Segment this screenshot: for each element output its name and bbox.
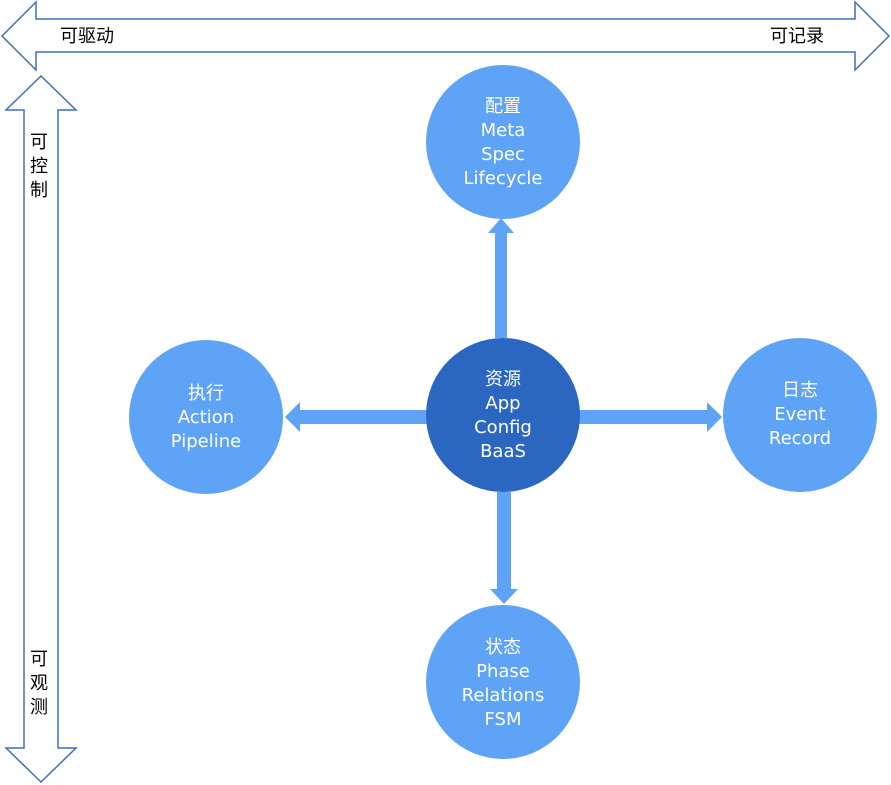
node-execute-line-1: 执行: [188, 383, 224, 404]
node-config-circle: [426, 65, 580, 219]
node-config-line-1: 配置: [485, 96, 521, 117]
axis-label-top-1: 可: [30, 132, 48, 153]
node-resource-line-3: Config: [474, 417, 532, 438]
node-resource-circle: [426, 338, 580, 492]
node-config-line-3: Spec: [481, 144, 525, 165]
vertical-axis-arrow: [4, 74, 78, 784]
arrow-down: [490, 492, 518, 604]
node-execute-line-3: Pipeline: [171, 431, 241, 452]
axis-label-bottom-3: 测: [30, 697, 48, 718]
node-log-line-2: Event: [774, 404, 826, 425]
node-log-circle: [723, 338, 877, 492]
node-config-line-4: Lifecycle: [464, 168, 543, 189]
horizontal-axis-arrow: [0, 0, 891, 72]
axis-label-right: 可记录: [770, 26, 824, 47]
node-resource-line-4: BaaS: [480, 441, 526, 462]
node-state-line-4: FSM: [485, 709, 522, 730]
node-state-line-2: Phase: [476, 661, 530, 682]
axis-label-top-3: 制: [30, 180, 48, 201]
arrow-up: [488, 218, 514, 338]
node-execute-line-2: Action: [178, 407, 234, 428]
arrow-left: [285, 402, 427, 432]
node-resource-line-2: App: [485, 393, 520, 414]
node-execute-circle: [129, 340, 283, 494]
node-config-line-2: Meta: [481, 120, 526, 141]
node-log-line-1: 日志: [782, 380, 818, 401]
axis-label-left: 可驱动: [60, 26, 114, 47]
node-state-line-1: 状态: [485, 637, 521, 658]
node-state-line-3: Relations: [462, 685, 545, 706]
axis-label-top-2: 控: [30, 156, 48, 177]
node-state-circle: [426, 605, 580, 759]
axis-label-bottom-1: 可: [30, 649, 48, 670]
node-log-line-3: Record: [769, 428, 831, 449]
node-resource-line-1: 资源: [485, 369, 521, 390]
arrow-right: [579, 402, 722, 432]
axis-label-bottom-2: 观: [30, 673, 48, 694]
